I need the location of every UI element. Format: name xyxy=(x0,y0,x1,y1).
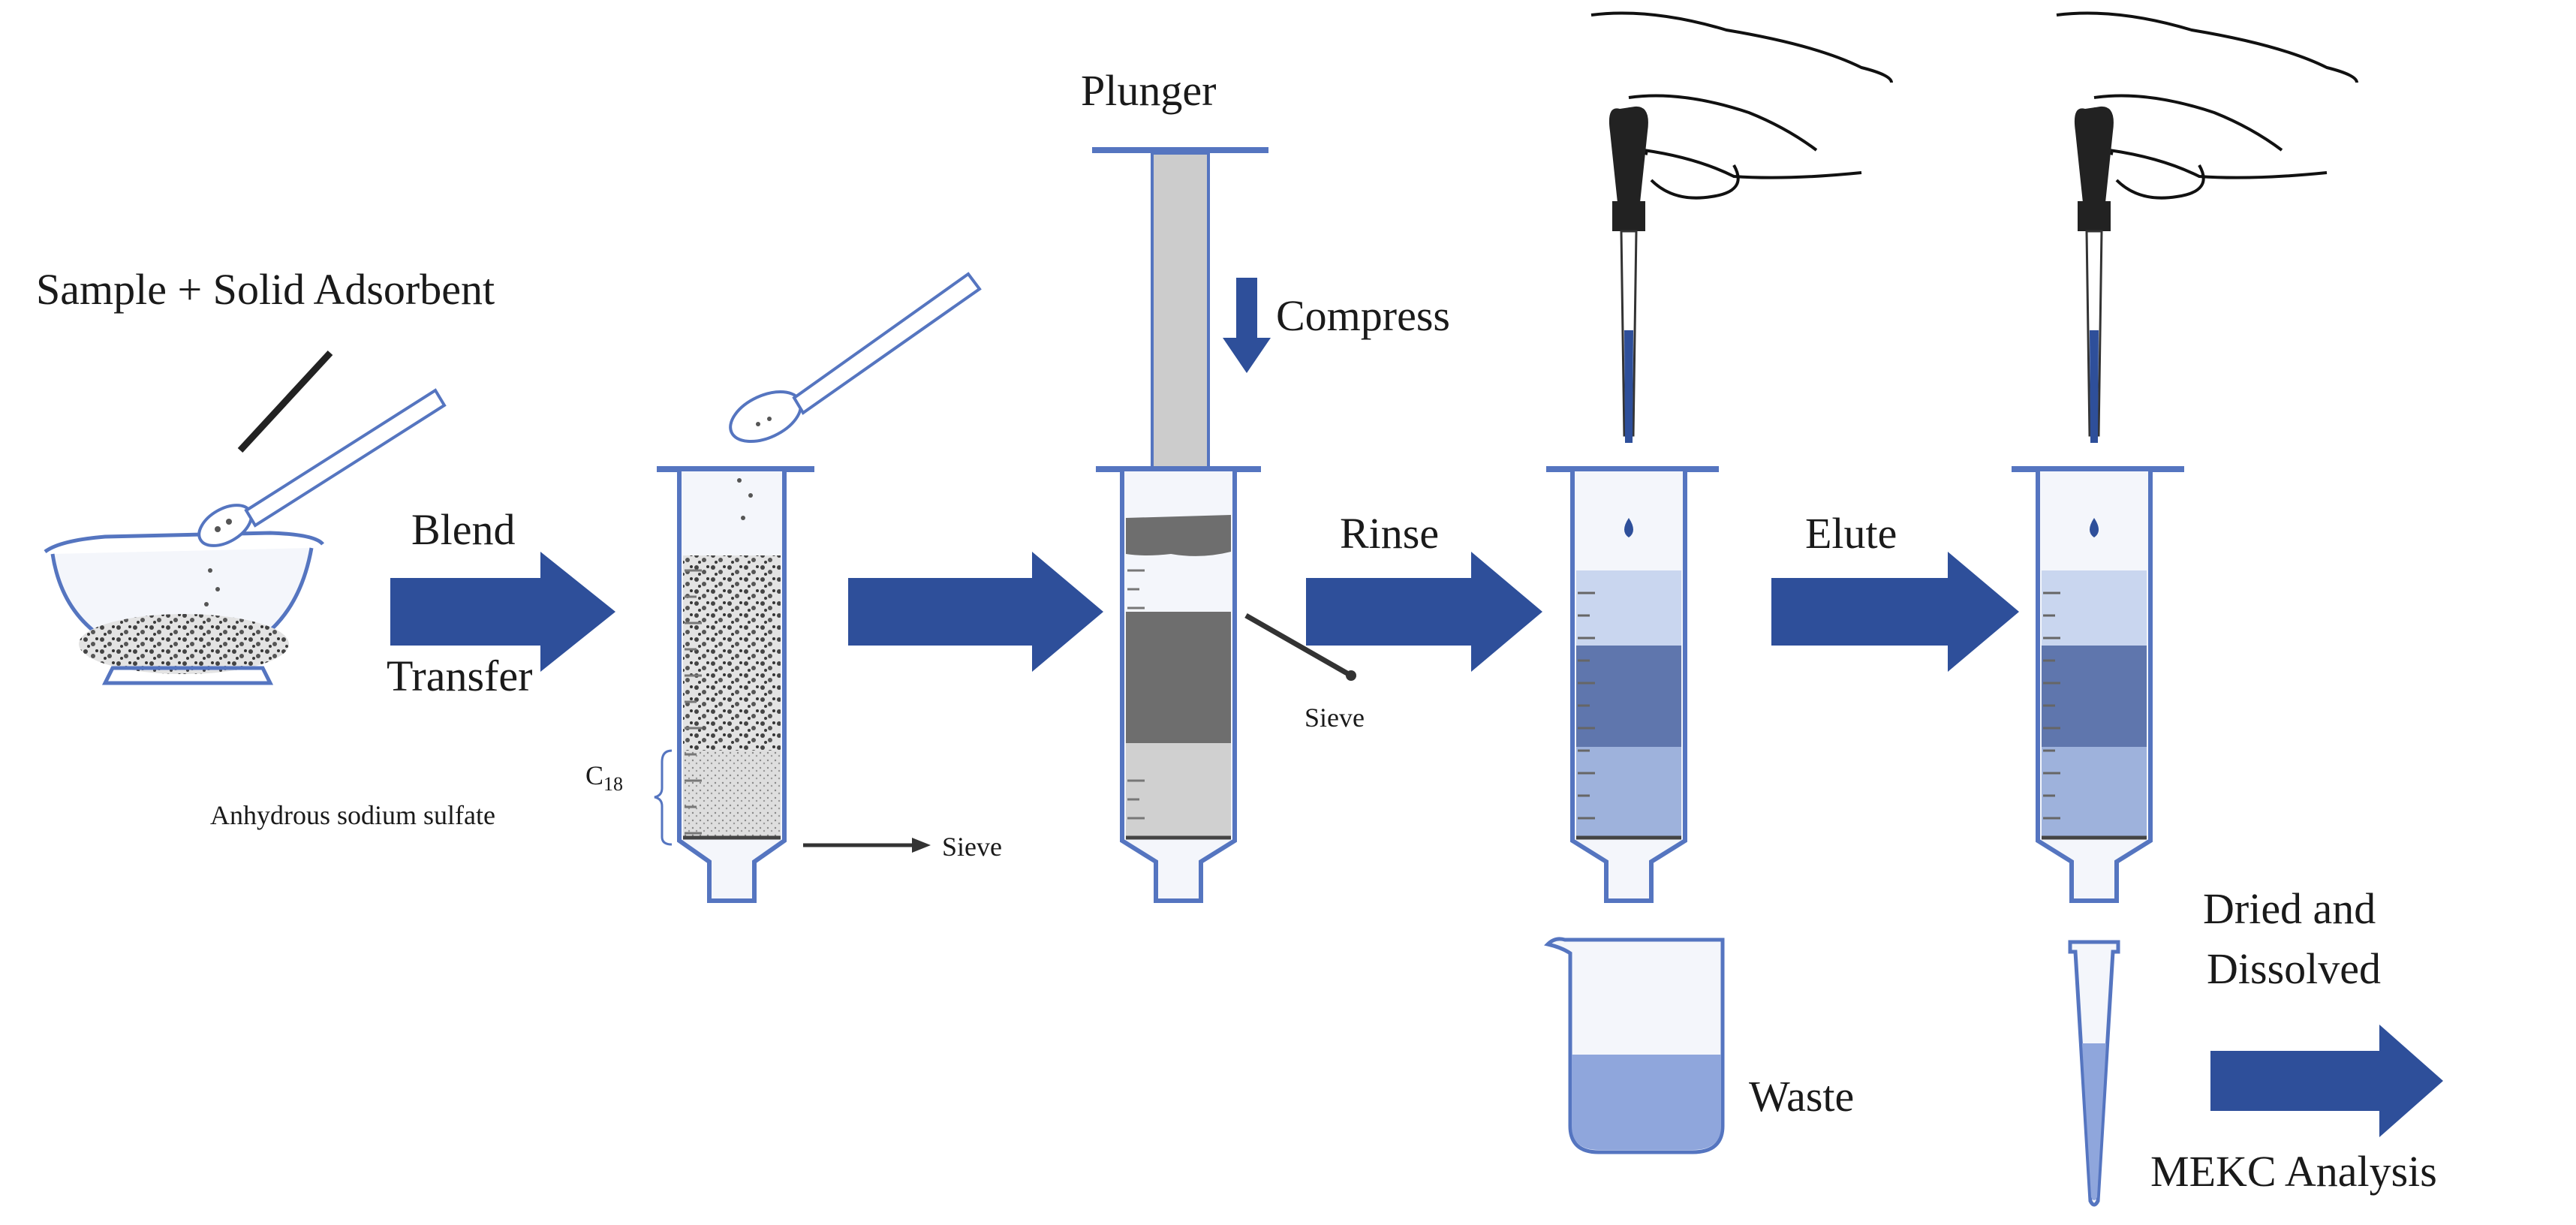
label-plunger: Plunger xyxy=(1081,66,1216,115)
spoon-icon xyxy=(729,272,982,444)
label-compress: Compress xyxy=(1276,291,1450,340)
label-waste: Waste xyxy=(1749,1072,1854,1121)
cartridge-filling xyxy=(657,466,814,903)
cartridge-elute xyxy=(2012,466,2184,903)
label-rinse: Rinse xyxy=(1340,509,1439,558)
spoon-icon xyxy=(197,388,447,606)
hand-with-dropper xyxy=(1590,11,1893,443)
label-blend: Blend xyxy=(411,505,516,554)
label-dried-2: Dissolved xyxy=(2207,944,2381,993)
cartridge-rinse xyxy=(1546,466,1719,903)
arrow-rinse xyxy=(1306,552,1542,672)
pointer-line xyxy=(237,350,333,453)
collection-tube xyxy=(2068,940,2120,1207)
waste-beaker xyxy=(1544,937,1725,1154)
label-transfer: Transfer xyxy=(387,652,532,700)
label-sieve-1: Sieve xyxy=(942,832,1002,862)
sieve-pointer-head xyxy=(912,838,931,853)
plunger xyxy=(1092,147,1268,519)
mixing-bowl xyxy=(44,531,324,685)
arrow-mekc xyxy=(2210,1025,2443,1137)
arrow-elute xyxy=(1771,552,2019,672)
label-anhydrous: Anhydrous sodium sulfate xyxy=(210,800,495,830)
label-sieve-2: Sieve xyxy=(1305,703,1365,733)
label-elute: Elute xyxy=(1805,509,1897,558)
label-c18: C18 xyxy=(585,760,623,795)
hand-with-dropper xyxy=(2056,11,2358,443)
brace xyxy=(654,749,673,846)
sieve-pointer xyxy=(1244,612,1353,679)
label-mekc: MEKC Analysis xyxy=(2150,1147,2437,1196)
label-sample-adsorbent: Sample + Solid Adsorbent xyxy=(36,265,495,314)
arrow-compress xyxy=(1223,278,1271,373)
cartridge-compressed xyxy=(1096,466,1261,903)
arrow-blend xyxy=(390,552,615,672)
label-dried-1: Dried and xyxy=(2203,884,2376,933)
sieve-pointer-dot xyxy=(1346,670,1356,681)
arrow-transfer xyxy=(848,552,1103,672)
